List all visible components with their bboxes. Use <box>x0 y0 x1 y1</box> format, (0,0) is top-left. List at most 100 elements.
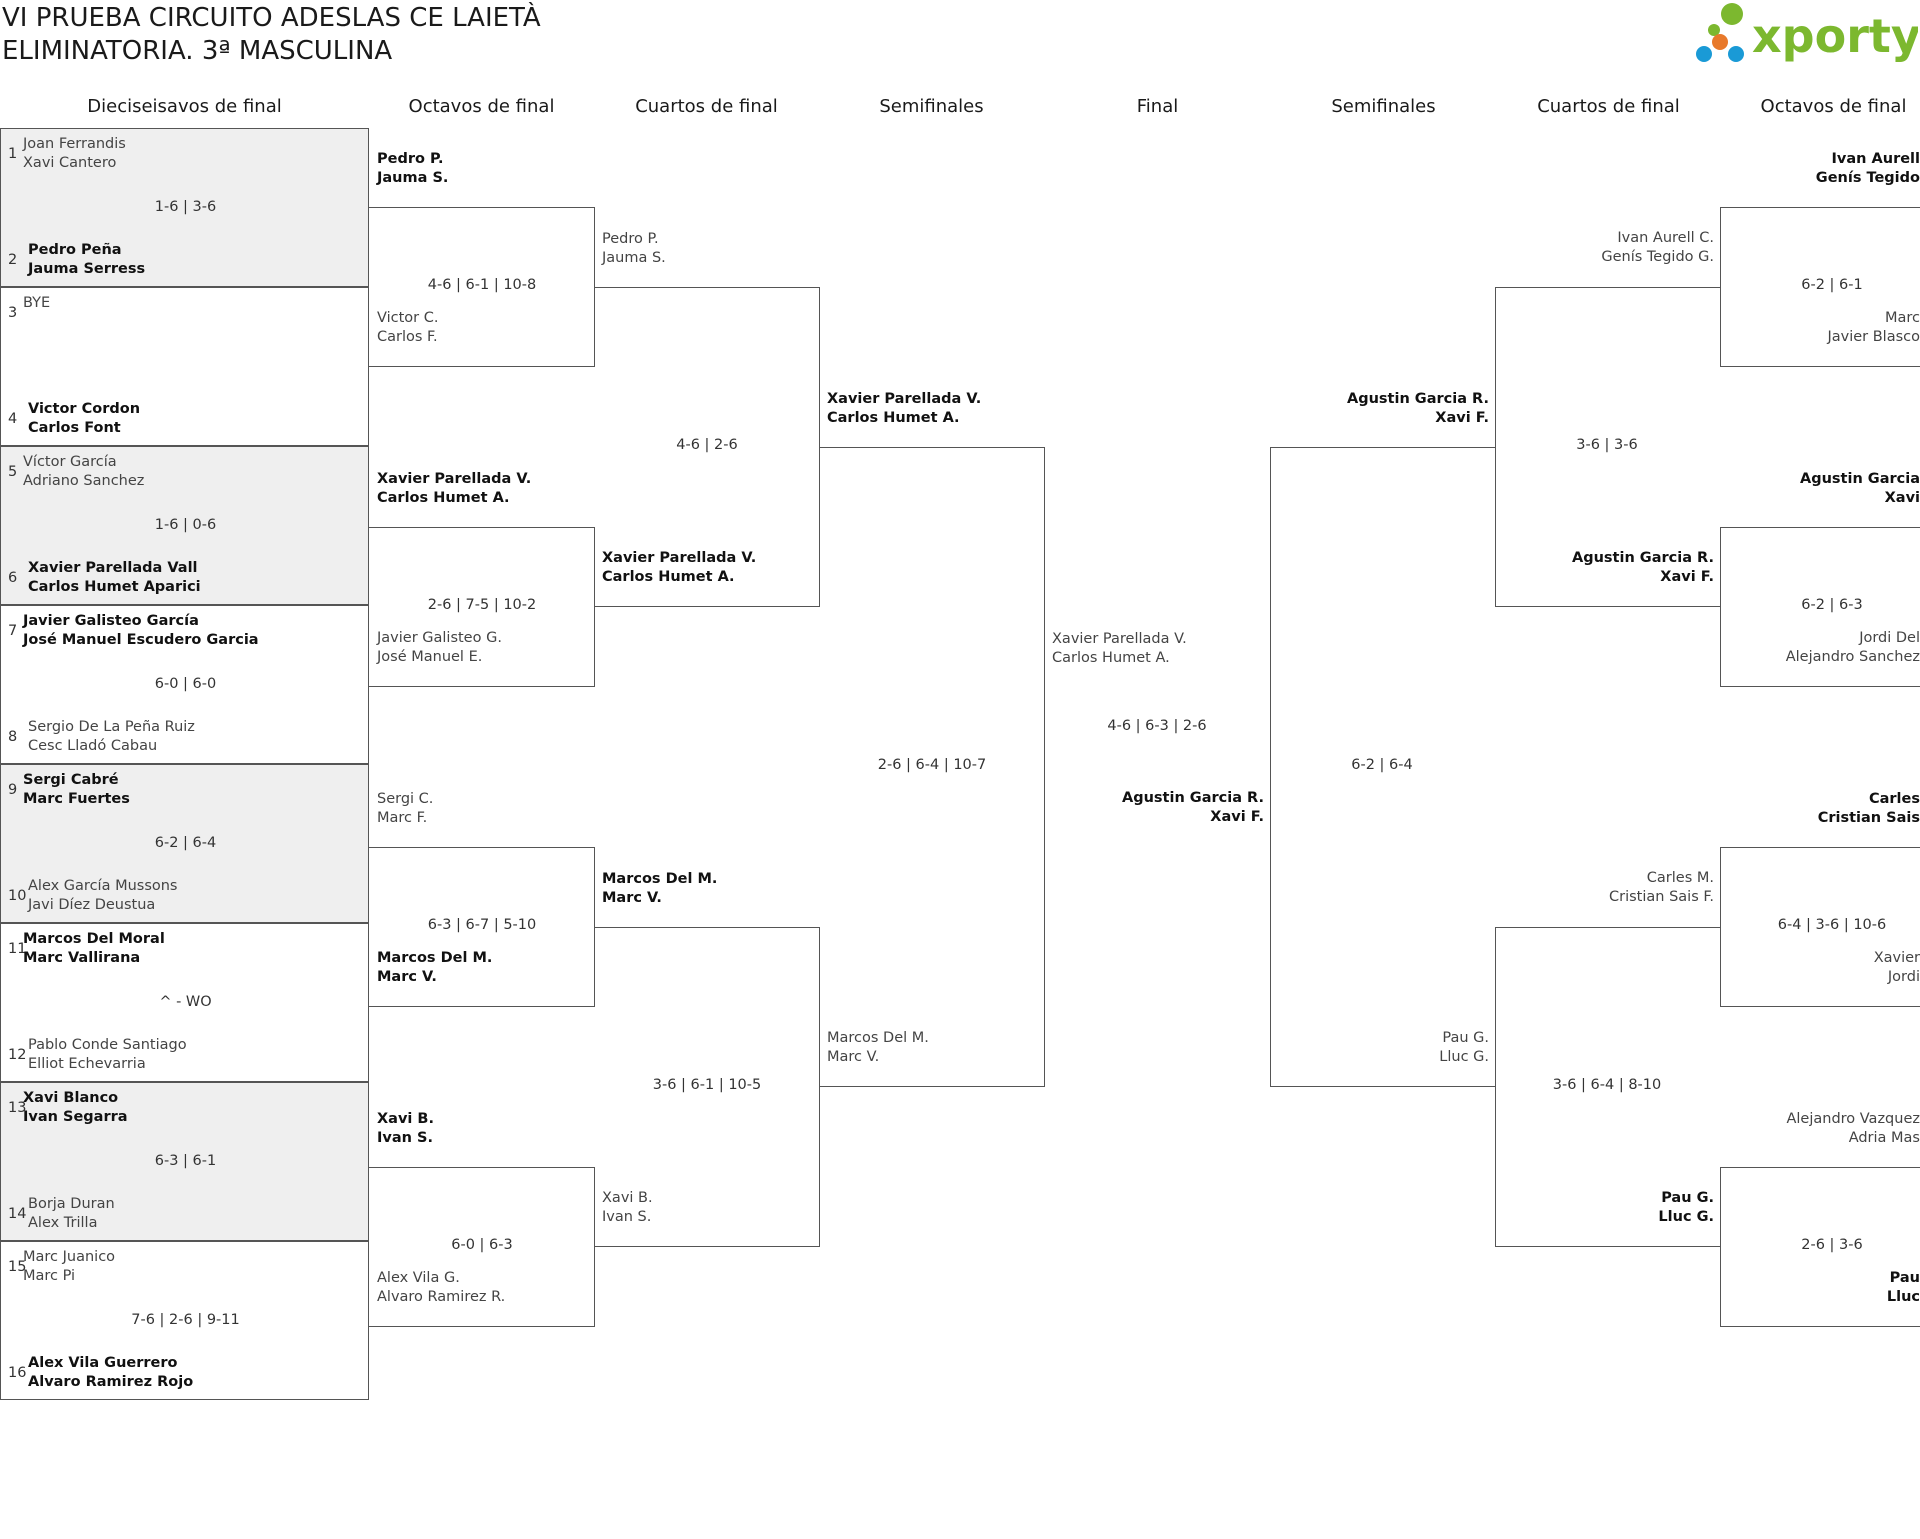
player-a1: Víctor García <box>23 454 117 470</box>
final-score: 4-6 | 6-3 | 2-6 <box>1107 718 1207 734</box>
player-b1: Pau G. <box>1442 1030 1489 1046</box>
player-a2: Marc Vallirana <box>23 950 141 966</box>
player-b2: Lluc <box>1886 1289 1920 1305</box>
match-score: 6-2 | 6-4 <box>1351 757 1413 773</box>
player-b2: Carlos Humet Aparici <box>28 579 201 595</box>
player-b1: Alex García Mussons <box>28 878 178 894</box>
bracket-connector <box>1495 287 1721 607</box>
seed-number: 4 <box>8 411 18 427</box>
player-a2: José Manuel Escudero Garcia <box>23 632 259 648</box>
player-b1: Pedro Peña <box>28 242 122 258</box>
bracket-connector <box>594 927 820 1247</box>
match-score: 2-6 | 3-6 <box>1801 1237 1863 1253</box>
player-a2: Marc Fuertes <box>23 791 130 807</box>
player-b1: Xavier <box>1873 950 1920 966</box>
player-b1: Alex Vila Guerrero <box>28 1355 178 1371</box>
player-a2: Xavi Cantero <box>23 155 117 171</box>
player-a1: Marc Juanico <box>23 1249 116 1265</box>
player-a1: Ivan Aurell <box>1831 151 1920 167</box>
match-score: 1-6 | 0-6 <box>154 517 217 533</box>
bracket-connector <box>1270 447 1496 1087</box>
bracket-connector <box>1720 207 1920 367</box>
player-a1: Xavi B. <box>377 1111 434 1127</box>
bracket-connector <box>1720 847 1920 1007</box>
logo-text: xporty <box>1752 9 1918 63</box>
player-b2: Xavi F. <box>1660 569 1714 585</box>
col-header-final: Final <box>1136 96 1179 117</box>
xporty-logo: xporty <box>1696 3 1918 63</box>
bracket-connector <box>1495 927 1721 1247</box>
final-player-a1: Xavier Parellada V. <box>1052 631 1187 647</box>
player-a1: Xavier Parellada V. <box>377 471 532 487</box>
player-a2: Carlos Humet A. <box>827 410 960 426</box>
seed-number: 5 <box>8 464 18 480</box>
seed-number: 7 <box>8 623 18 639</box>
player-a2: Cristian Sais F. <box>1609 889 1714 905</box>
col-header-sf-right: Semifinales <box>1331 96 1436 117</box>
col-header-qf-right: Cuartos de final <box>1537 96 1680 117</box>
player-a1: Marcos Del Moral <box>23 931 165 947</box>
player-b1: Pau <box>1889 1270 1920 1286</box>
player-a2: Jauma S. <box>602 250 666 266</box>
match-score: 3-6 | 6-4 | 8-10 <box>1552 1077 1662 1093</box>
player-a2: Genís Tegido <box>1815 170 1920 186</box>
col-header-qf-left: Cuartos de final <box>635 96 778 117</box>
player-b2: Jauma Serress <box>28 261 146 277</box>
player-b2: Marc V. <box>377 969 437 985</box>
player-b1: Pablo Conde Santiago <box>28 1037 187 1053</box>
player-a2: Xavi F. <box>1435 410 1489 426</box>
final-player-b2: Xavi F. <box>1210 809 1264 825</box>
seed-number: 3 <box>8 305 18 321</box>
match-score: 6-4 | 3-6 | 10-6 <box>1777 917 1887 933</box>
player-b1: Pau G. <box>1661 1190 1714 1206</box>
player-a2: Adriano Sanchez <box>23 473 145 489</box>
player-b2: Elliot Echevarria <box>28 1056 146 1072</box>
logo-dot-blue-left <box>1696 46 1712 62</box>
bracket-connector <box>1720 527 1920 687</box>
player-a1: Carles <box>1868 791 1920 807</box>
seed-number: 11 <box>8 941 27 957</box>
match-score: 3-6 | 6-1 | 10-5 <box>652 1077 762 1093</box>
player-b1: Xavi B. <box>602 1190 653 1206</box>
bracket-connector <box>369 1167 595 1327</box>
player-b1: Marcos Del M. <box>827 1030 929 1046</box>
player-b1: Agustin Garcia R. <box>1571 550 1714 566</box>
player-b2: Alvaro Ramirez Rojo <box>28 1374 194 1390</box>
match-score: 6-2 | 6-4 <box>154 835 217 851</box>
player-b2: Carlos Font <box>28 420 121 436</box>
player-b2: Jordi <box>1887 969 1920 985</box>
player-b1: Jordi Del <box>1859 630 1920 646</box>
player-a1: Pedro P. <box>602 231 659 247</box>
player-a2: Marc V. <box>602 890 662 906</box>
player-a1: Ivan Aurell C. <box>1617 230 1714 246</box>
player-b1: Xavier Parellada Vall <box>28 560 198 576</box>
player-a1: Javier Galisteo García <box>23 613 199 629</box>
player-b2: Javi Díez Deustua <box>28 897 156 913</box>
match-score: ^ - WO <box>159 994 212 1010</box>
col-header-r16-left: Octavos de final <box>408 96 555 117</box>
player-b2: Lluc G. <box>1658 1209 1714 1225</box>
seed-number: 12 <box>8 1047 27 1063</box>
seed-number: 10 <box>8 888 27 904</box>
player-b1: Xavier Parellada V. <box>602 550 757 566</box>
match-score: 6-2 | 6-1 <box>1801 277 1863 293</box>
player-b2: José Manuel E. <box>377 649 483 665</box>
player-b1: Alex Vila G. <box>377 1270 460 1286</box>
player-b1: Borja Duran <box>28 1196 115 1212</box>
player-a2: Marc F. <box>377 810 428 826</box>
col-header-r16-right: Octavos de final <box>1760 96 1907 117</box>
match-score: 2-6 | 7-5 | 10-2 <box>427 597 537 613</box>
bracket-connector <box>369 527 595 687</box>
player-b2: Cesc Lladó Cabau <box>28 738 158 754</box>
player-a2: Cristian Sais <box>1817 810 1920 826</box>
logo-dot-green-small <box>1708 24 1720 36</box>
match-score: 2-6 | 6-4 | 10-7 <box>877 757 987 773</box>
seed-number: 2 <box>8 252 18 268</box>
page-title: VI PRUEBA CIRCUITO ADESLAS CE LAIETÀ ELI… <box>2 2 541 68</box>
match-score: 6-3 | 6-7 | 5-10 <box>427 917 537 933</box>
